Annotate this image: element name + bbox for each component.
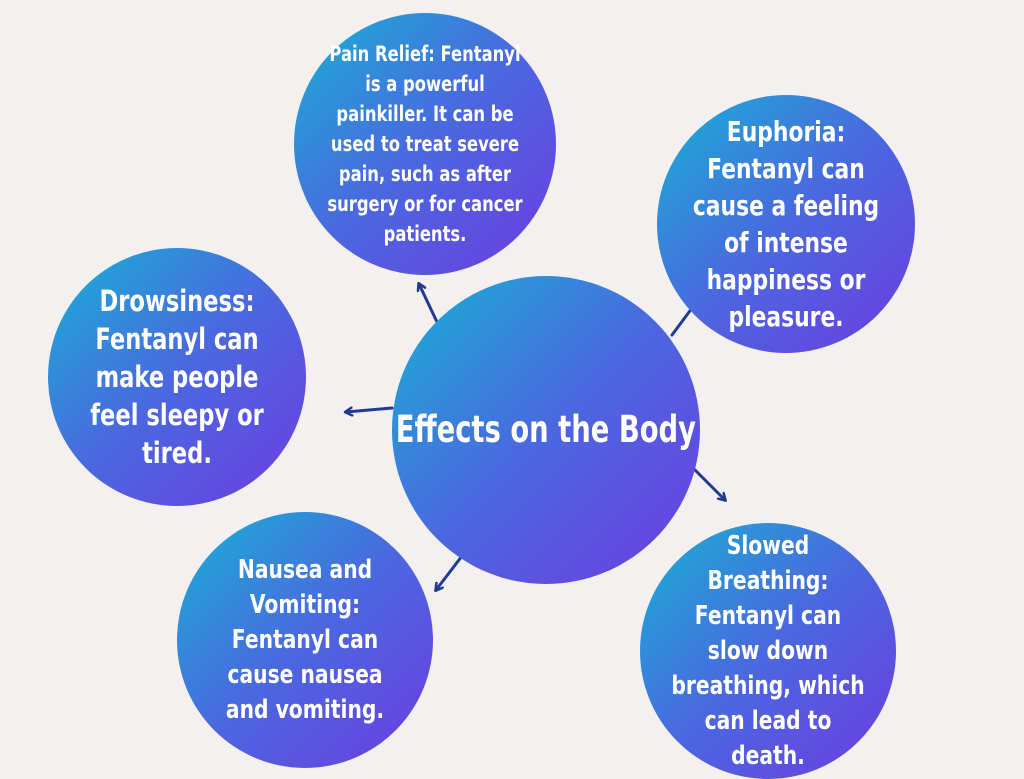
arrow-to-pain-relief: [419, 284, 439, 324]
center-title: Effects on the Body: [395, 407, 697, 451]
node-pain-relief-text: Pain Relief: Fentanyl is a powerful pain…: [327, 42, 523, 246]
node-pain-relief: Pain Relief: Fentanyl is a powerful pain…: [294, 13, 556, 275]
node-drowsiness: Drowsiness: Fentanyl can make people fee…: [48, 248, 306, 506]
arrow-to-nausea: [436, 554, 464, 590]
node-drowsiness-text: Drowsiness: Fentanyl can make people fee…: [90, 284, 264, 470]
node-nausea-vomiting-text: Nausea and Vomiting: Fentanyl can cause …: [225, 554, 385, 725]
arrow-to-drowsiness: [346, 408, 394, 412]
node-slowed-breathing-text: Slowed Breathing: Fentanyl can slow down…: [671, 530, 865, 771]
node-euphoria: Euphoria: Fentanyl can cause a feeling o…: [657, 95, 915, 353]
node-euphoria-text: Euphoria: Fentanyl can cause a feeling o…: [692, 115, 880, 333]
node-slowed-breathing: Slowed Breathing: Fentanyl can slow down…: [640, 523, 896, 779]
node-nausea-vomiting: Nausea and Vomiting: Fentanyl can cause …: [177, 512, 433, 768]
center-node: Effects on the Body: [392, 276, 700, 584]
arrow-to-slowed-breathing: [691, 466, 725, 500]
